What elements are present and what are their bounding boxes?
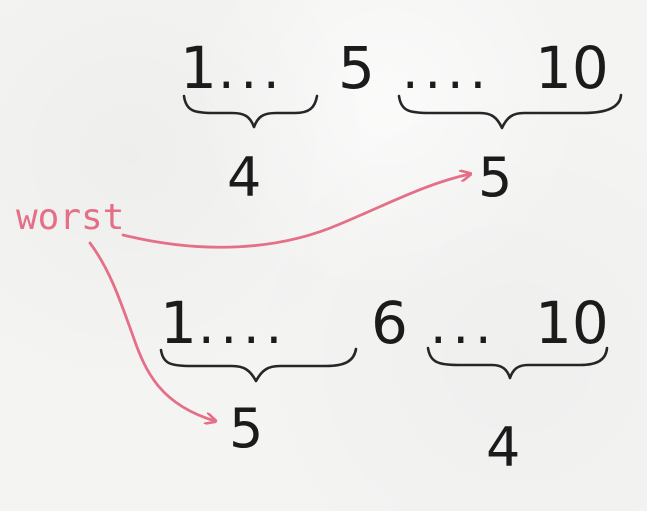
bottom-left-brace (159, 347, 358, 383)
bottom-right-brace (426, 346, 609, 380)
bottom-right-count: 4 (486, 416, 520, 479)
worst-top-arrow (121, 174, 470, 249)
top-end-number: 10 (535, 34, 609, 102)
bottom-right-dots: ... (430, 296, 498, 356)
top-right-brace (397, 93, 623, 130)
top-pivot-number: 5 (338, 34, 375, 102)
top-left-brace (182, 94, 319, 129)
bottom-left-dots: .... (198, 296, 288, 356)
top-right-dots: .... (402, 41, 492, 101)
bottom-pivot-number: 6 (371, 289, 408, 357)
top-left-dots: ... (218, 41, 286, 101)
worst-label: worst (16, 197, 124, 238)
top-left-count: 4 (227, 146, 261, 209)
top-start-number: 1 (180, 34, 217, 102)
worst-bottom-arrow (88, 241, 215, 421)
bottom-left-count: 5 (229, 397, 263, 460)
bottom-end-number: 10 (535, 289, 609, 357)
bottom-start-number: 1 (160, 289, 197, 357)
top-right-count: 5 (478, 146, 512, 209)
